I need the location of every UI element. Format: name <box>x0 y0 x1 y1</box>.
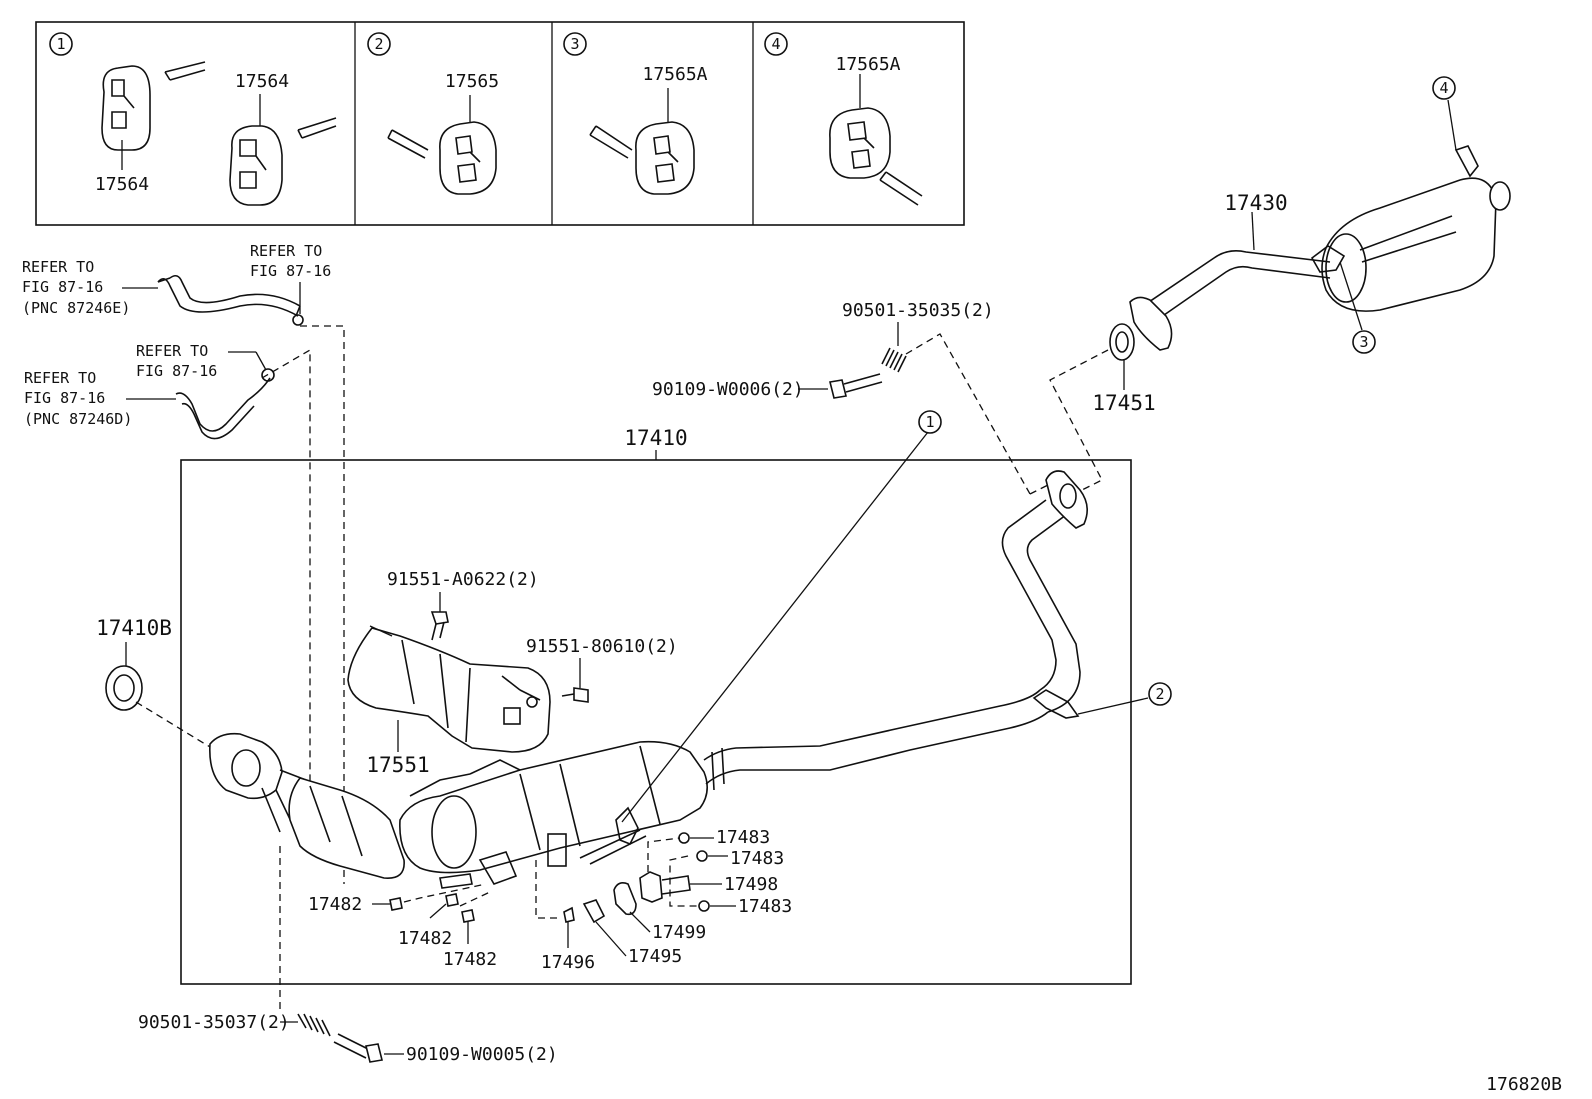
ref-mid-line1: REFER TO <box>136 342 208 360</box>
ref-top-line1: REFER TO <box>250 242 322 260</box>
part-17495-label: 17495 <box>628 946 682 967</box>
part-17410-label: 17410 <box>624 426 687 450</box>
callout-4[interactable]: 4 <box>1432 76 1456 100</box>
panel-1-number: 1 <box>56 35 65 53</box>
assembly-17410-box <box>180 459 1132 985</box>
part-91551-a0622-label: 91551-A0622(2) <box>387 569 539 590</box>
part-17565: 17565 <box>445 71 499 92</box>
part-17496-label: 17496 <box>541 952 595 973</box>
part-17482-a-label: 17482 <box>308 894 362 915</box>
callout-3-number: 3 <box>1359 333 1368 351</box>
part-17564-lower: 17564 <box>95 174 149 195</box>
part-17482-b-label: 17482 <box>398 928 452 949</box>
part-17451-label: 17451 <box>1092 391 1155 415</box>
inset-frame <box>35 21 965 226</box>
ref-87246d-line1: REFER TO <box>24 369 96 387</box>
panel-4-number: 4 <box>771 35 780 53</box>
figure-code: 176820B <box>1486 1074 1562 1095</box>
bolt-91551-80610: 91551-80610(2) <box>526 636 678 703</box>
ref-87246d-line2: FIG 87-16 <box>24 389 105 407</box>
part-90109-w0005-label: 90109-W0005(2) <box>406 1044 558 1065</box>
part-17483-c-label: 17483 <box>738 896 792 917</box>
inset-panel-4: 4 17565A <box>764 32 923 206</box>
ref-87246e-line1: REFER TO <box>22 258 94 276</box>
part-17565A-panel4: 17565A <box>835 54 900 75</box>
panel-3-number: 3 <box>570 35 579 53</box>
part-90501-35037-label: 90501-35037(2) <box>138 1012 290 1033</box>
bolt-91551-a0622: 91551-A0622(2) <box>387 569 539 641</box>
gasket-17451: 17451 <box>1049 323 1156 491</box>
inset-panel-3: 3 17565A <box>563 32 708 195</box>
ref-87246e-line2: FIG 87-16 <box>22 278 103 296</box>
flange-bolts-upper: 90501-35035(2) 90109-W0006(2) <box>652 300 1051 495</box>
part-17430-label: 17430 <box>1224 191 1287 215</box>
callout-1[interactable]: 1 <box>621 410 942 823</box>
heat-shield-17551: 17551 <box>347 625 551 777</box>
ref-87246d-line3: (PNC 87246D) <box>24 410 132 428</box>
part-17499-label: 17499 <box>652 922 706 943</box>
gasket-17410b: 17410B <box>96 616 216 751</box>
flange-bolts-lower: 90501-35037(2) 90109-W0005(2) <box>138 846 558 1065</box>
panel-2-number: 2 <box>374 35 383 53</box>
front-pipe-converter <box>209 470 1088 879</box>
hose-references: REFER TO FIG 87-16 (PNC 87246E) REFER TO… <box>22 242 345 884</box>
callout-2-number: 2 <box>1155 685 1164 703</box>
ref-top-line2: FIG 87-16 <box>250 262 331 280</box>
inset-panels: 1 17564 17564 2 17565 3 <box>35 21 965 226</box>
inset-panel-2: 2 17565 <box>367 32 499 195</box>
callout-1-number: 1 <box>925 413 934 431</box>
part-17483-b-label: 17483 <box>730 848 784 869</box>
ref-mid-line2: FIG 87-16 <box>136 362 217 380</box>
inset-panel-1: 1 17564 17564 <box>49 32 337 206</box>
part-17564-upper: 17564 <box>235 71 289 92</box>
part-90501-35035-label: 90501-35035(2) <box>842 300 994 321</box>
muffler-17430: 17430 <box>1129 99 1511 351</box>
part-17482-c-label: 17482 <box>443 949 497 970</box>
part-91551-80610-label: 91551-80610(2) <box>526 636 678 657</box>
part-17551-label: 17551 <box>366 753 429 777</box>
callout-4-number: 4 <box>1439 79 1448 97</box>
part-17410b-label: 17410B <box>96 616 172 640</box>
part-17483-a-label: 17483 <box>716 827 770 848</box>
callout-2[interactable]: 2 <box>1077 682 1172 715</box>
part-90109-w0006-label: 90109-W0006(2) <box>652 379 804 400</box>
sensor-parts: 17483 17483 17483 17498 17499 17495 1749… <box>308 827 792 973</box>
callout-3[interactable]: 3 <box>1339 261 1376 354</box>
part-17498-label: 17498 <box>724 874 778 895</box>
part-17565A-panel3: 17565A <box>642 64 707 85</box>
ref-87246e-line3: (PNC 87246E) <box>22 299 130 317</box>
